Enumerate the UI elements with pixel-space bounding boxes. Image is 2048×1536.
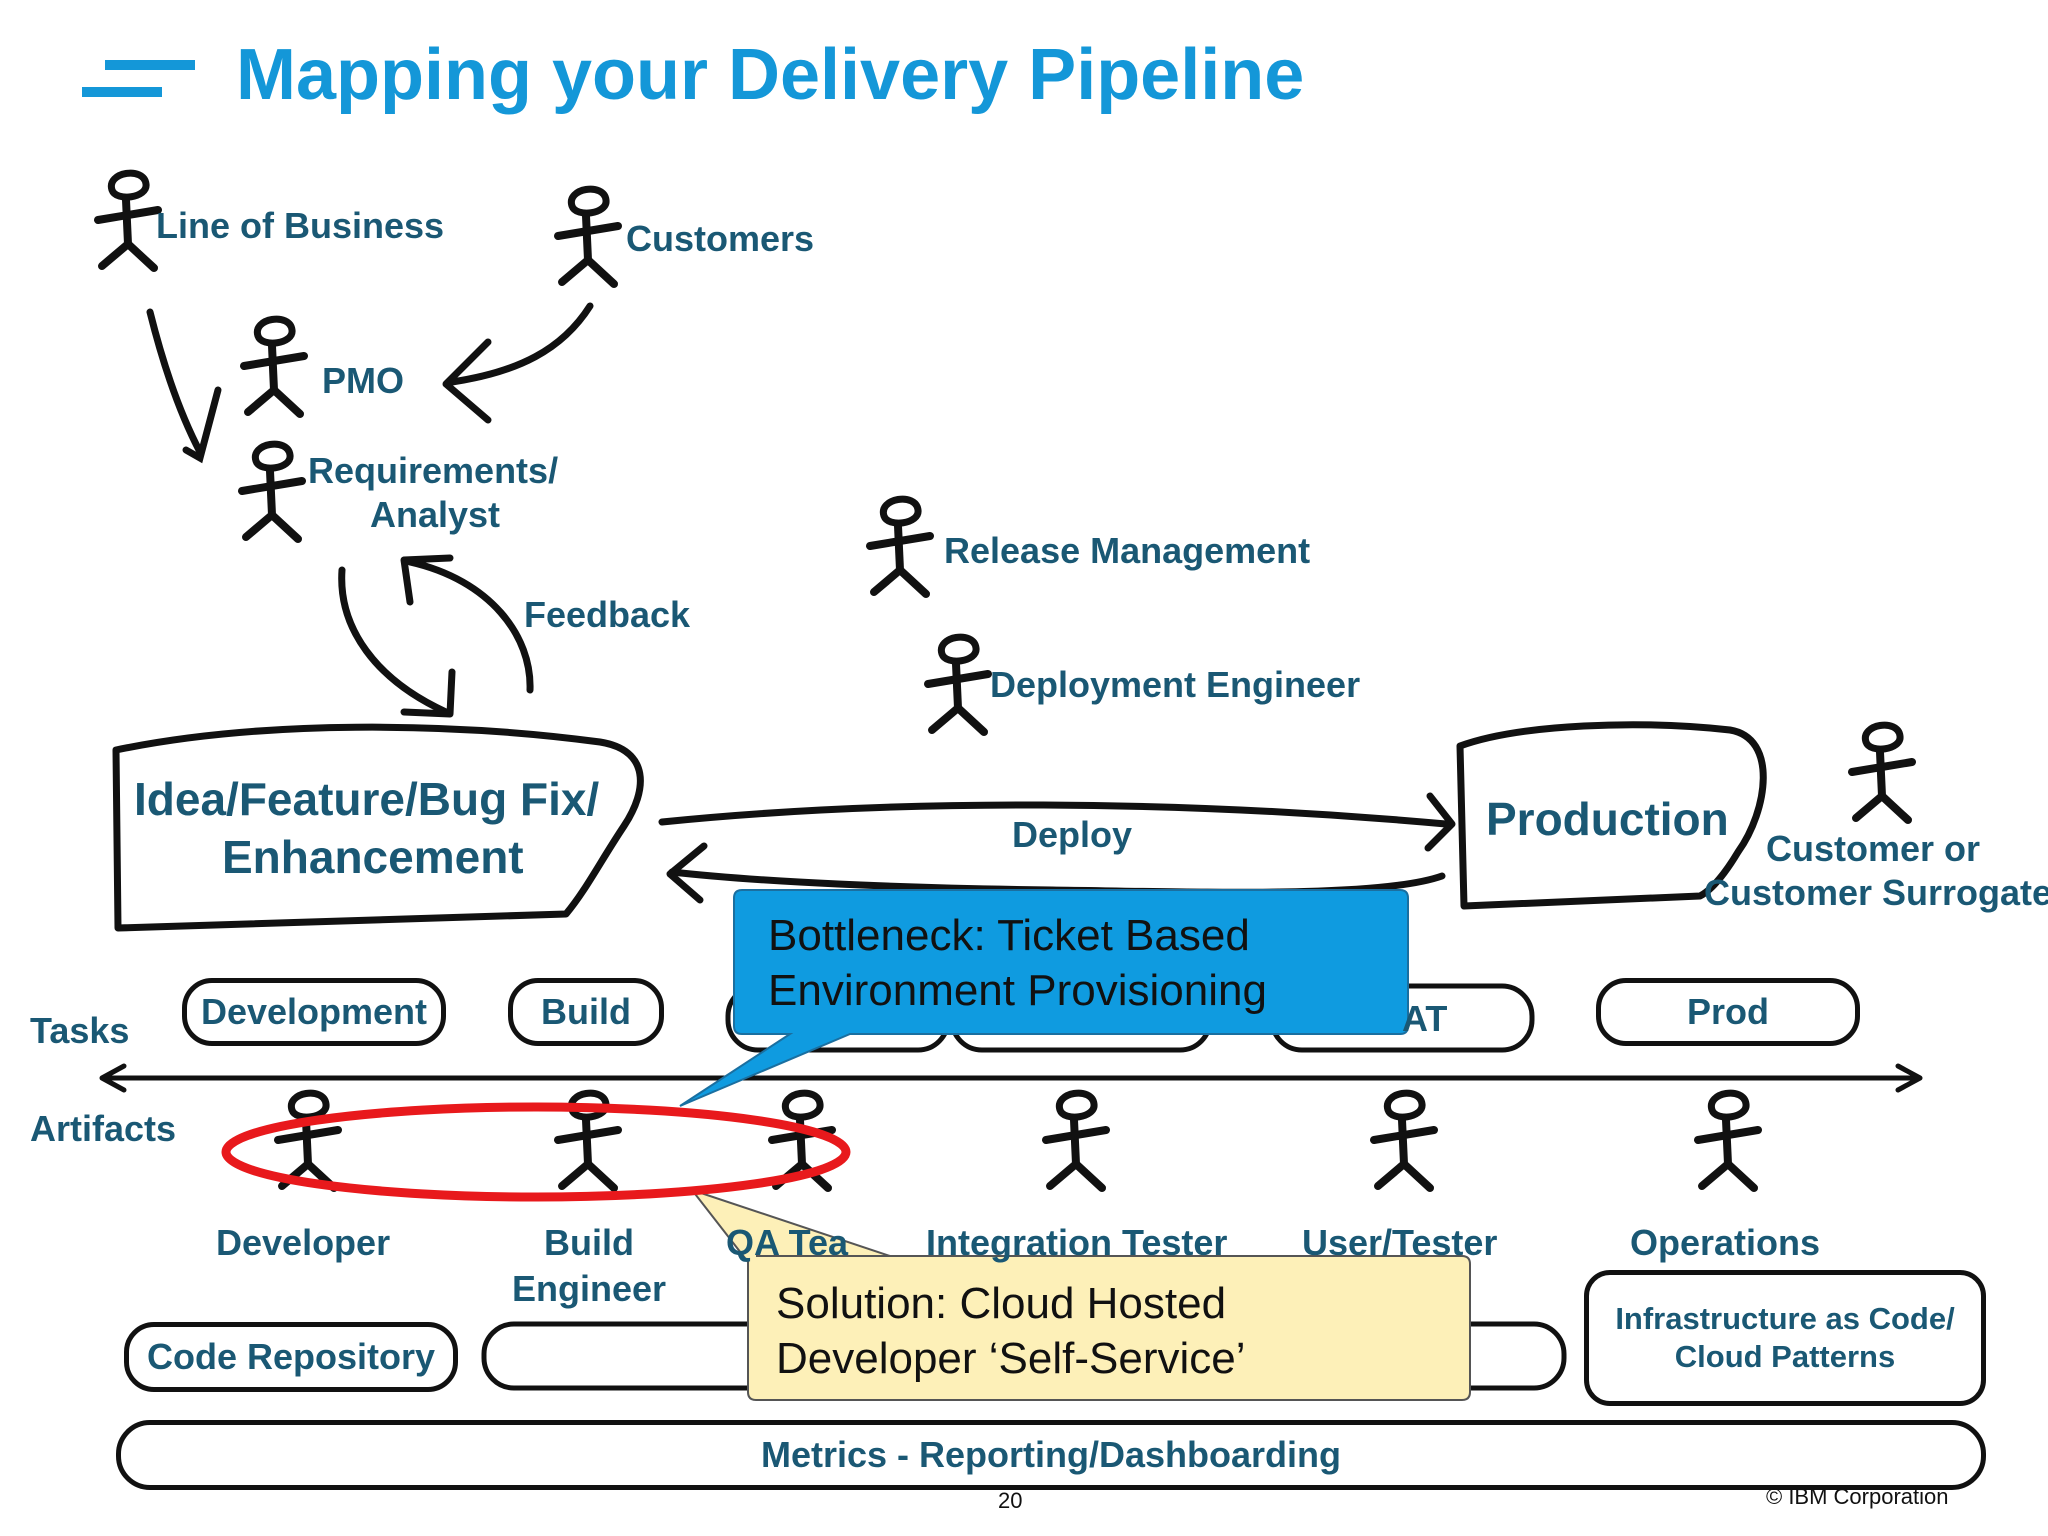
arrowhead-icon — [666, 842, 708, 904]
deploy-label: Deploy — [1012, 814, 1133, 855]
integration-tester-label: Integration Tester — [926, 1222, 1228, 1263]
bottleneck-line1: Bottleneck: Ticket Based — [768, 911, 1250, 960]
operations-figure-icon — [1698, 1093, 1758, 1188]
solution-line2: Developer ‘Self-Service’ — [776, 1334, 1246, 1383]
build-label: Build — [544, 1222, 634, 1263]
title-bar-icon — [105, 60, 195, 70]
user-tester-label: User/Tester — [1302, 1222, 1498, 1263]
arrowhead-icon — [182, 386, 222, 464]
customer-surrogate-label: Customer Surrogate — [1704, 872, 2048, 913]
pmo-label: PMO — [322, 360, 405, 401]
feedback-arrow — [406, 558, 534, 694]
developer-figure-icon — [278, 1093, 338, 1188]
integration-tester-figure-icon — [1046, 1093, 1106, 1188]
deployment-engineer-label: Deployment Engineer — [990, 664, 1361, 705]
operations-label: Operations — [1630, 1222, 1821, 1263]
production-shape — [1456, 721, 1767, 910]
developer-label: Developer — [216, 1222, 391, 1263]
bottleneck-line2: Environment Provisioning — [768, 966, 1267, 1015]
lob-to-requirements-arrow — [146, 308, 204, 456]
title-bar-icon — [82, 87, 162, 97]
idea-shape — [112, 723, 644, 932]
arrowhead-icon — [1895, 1063, 1923, 1093]
feedback-label: Feedback — [524, 594, 691, 635]
line-of-business-label: Line of Business — [156, 205, 445, 246]
customers-to-pmo-arrow — [448, 302, 594, 386]
customers-figure-icon — [558, 189, 618, 284]
solution-line1: Solution: Cloud Hosted — [776, 1279, 1227, 1328]
artifact-infrastructure-as-code: Infrastructure as Code/ Cloud Patterns — [1584, 1270, 1986, 1406]
production-label: Production — [1486, 793, 1729, 845]
idea-label: Idea/Feature/Bug Fix/ — [134, 773, 600, 825]
arrowhead-icon — [99, 1063, 127, 1093]
arrowhead-icon — [400, 554, 454, 606]
task-prod: Prod — [1596, 978, 1860, 1046]
customer-surrogate-figure-icon — [1852, 725, 1912, 820]
bottleneck-highlight-ellipse — [221, 1102, 851, 1202]
line-of-business-figure-icon — [98, 173, 158, 268]
task-build: Build — [508, 978, 664, 1046]
customer-or-label: Customer or — [1766, 828, 1981, 869]
infra-line1: Infrastructure as Code/ — [1615, 1301, 1955, 1336]
arrowhead-icon — [400, 668, 456, 718]
arrowhead-icon — [442, 338, 492, 424]
infra-line2: Cloud Patterns — [1674, 1339, 1896, 1374]
deployment-engineer-figure-icon — [928, 637, 988, 732]
engineer-label: Engineer — [512, 1268, 667, 1309]
metrics-dashboard-bar: Metrics - Reporting/Dashboarding — [116, 1420, 1986, 1490]
analyst-label: Analyst — [370, 494, 501, 535]
page-title: Mapping your Delivery Pipeline — [236, 35, 1305, 115]
release-management-figure-icon — [870, 499, 930, 594]
arrowhead-icon — [1424, 792, 1456, 852]
solution-callout — [689, 1188, 1471, 1401]
copyright: © IBM Corporation — [1766, 1484, 1949, 1509]
pmo-figure-icon — [244, 319, 304, 414]
artifact-code-repository: Code Repository — [124, 1322, 458, 1392]
tasks-label: Tasks — [30, 1010, 130, 1051]
customers-label: Customers — [626, 218, 815, 259]
page-number: 20 — [998, 1488, 1023, 1513]
release-management-label: Release Management — [944, 530, 1311, 571]
bottleneck-callout — [679, 889, 1409, 1107]
deploy-arrow — [658, 801, 1450, 828]
artifacts-label: Artifacts — [30, 1108, 177, 1149]
requirements-label: Requirements/ — [308, 450, 559, 491]
user-tester-figure-icon — [1374, 1093, 1434, 1188]
requirements-to-idea-arrow — [338, 566, 450, 716]
task-development: Development — [182, 978, 446, 1046]
requirements-figure-icon — [242, 444, 302, 539]
qa-team-label: QA Tea — [726, 1222, 849, 1263]
task-uat-label: AT — [1402, 998, 1448, 1039]
enhancement-label: Enhancement — [222, 831, 524, 883]
